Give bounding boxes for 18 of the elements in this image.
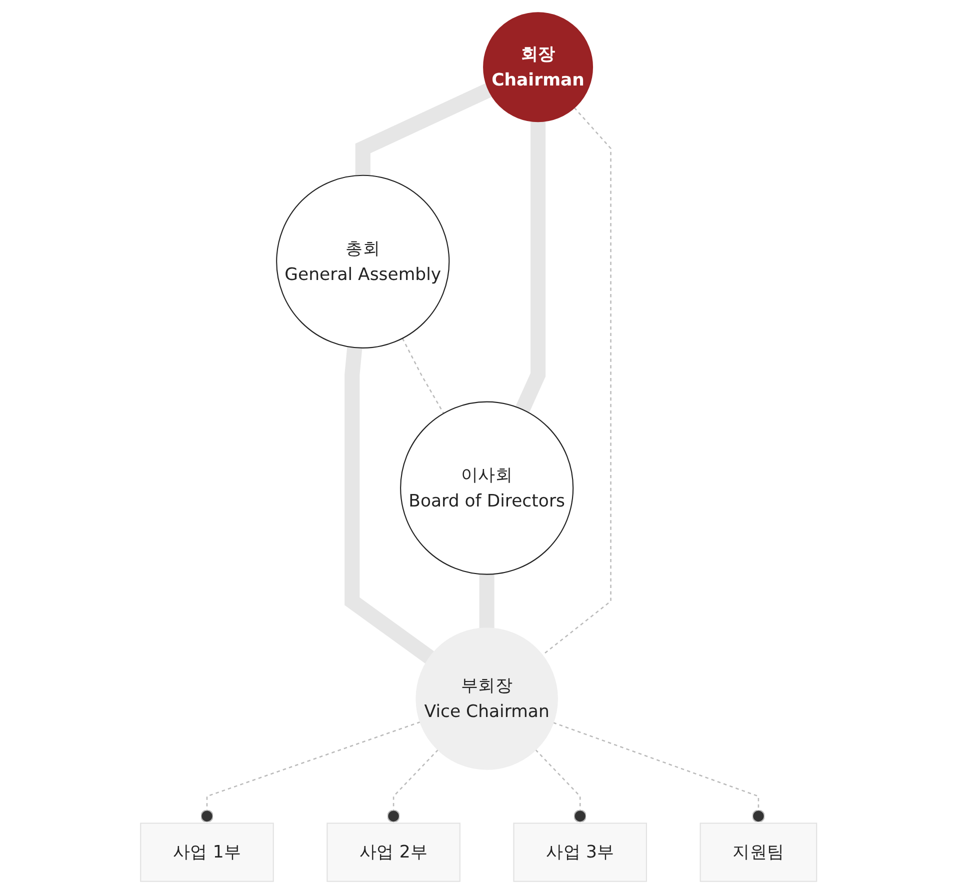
node-box: 사업 2부 <box>327 822 461 882</box>
node-box: 사업 3부 <box>514 822 648 882</box>
connector <box>553 722 766 824</box>
connector <box>480 574 495 628</box>
connector <box>344 346 434 664</box>
node-circle: 부회장 Vice Chairman <box>416 628 558 770</box>
node-box: 지원팀 <box>700 822 818 882</box>
connector <box>387 749 439 824</box>
node-box: 사업 1부 <box>140 822 274 882</box>
connector <box>356 83 492 176</box>
node-circle: 이사회 Board of Directors <box>400 401 574 575</box>
node-circle: 회장 Chairman <box>483 12 594 122</box>
connector <box>542 107 612 656</box>
connector <box>516 122 546 413</box>
connector <box>200 721 421 824</box>
node-circle: 총회 General Assembly <box>276 174 450 348</box>
connector <box>402 338 445 414</box>
connector <box>536 749 588 824</box>
